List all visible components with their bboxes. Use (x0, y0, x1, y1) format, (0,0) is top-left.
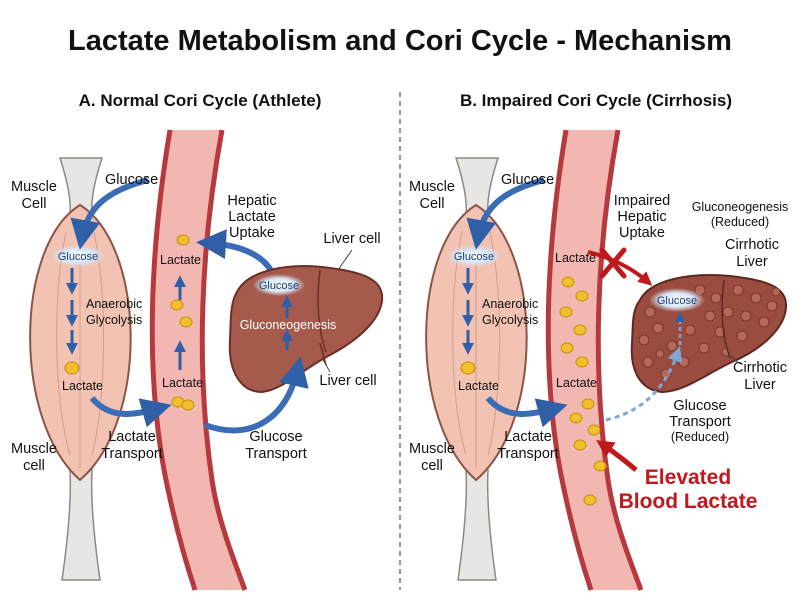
blocked-x-icon (599, 247, 627, 279)
muscle-lactate-label: Lactate (458, 379, 499, 393)
muscle-cell (425, 157, 528, 581)
gluconeogenesis-label: Gluconeogenesis (240, 318, 337, 332)
glucose-transport-reduced-label-line-1: Glucose (673, 398, 726, 414)
anaerobic-label-line-1: Anaerobic (482, 297, 538, 311)
glucose-arrow-label: Glucose (501, 172, 554, 188)
muscle-cell (29, 157, 132, 581)
hepatic-uptake-label-line-3: Uptake (229, 225, 275, 241)
vessel-lactate-bottom-label: Lactate (556, 376, 597, 390)
anaerobic-label-line-2: Glycolysis (86, 313, 142, 327)
lactate-transport-label-line-2: Transport (101, 446, 163, 462)
leader-line (337, 249, 353, 271)
panel-b-heading: B. Impaired Cori Cycle (Cirrhosis) (460, 91, 732, 110)
muscle-lactate-molecule (64, 361, 80, 375)
vessel-lactate-top-label: Lactate (555, 251, 596, 265)
muscle-cell-bottom-label-line-2: cell (23, 458, 45, 474)
lactate-transport-label-line-1: Lactate (108, 429, 156, 445)
muscle-lactate-molecule (460, 361, 476, 375)
glucose-arrow-label: Glucose (105, 172, 158, 188)
liver-glucose-glow (253, 274, 305, 296)
glucose-transport-label-line-1: Glucose (249, 429, 302, 445)
muscle-glucose-glow (50, 245, 106, 267)
muscle-cell-bottom-label-line-1: Muscle (11, 441, 57, 457)
panel-a-heading: A. Normal Cori Cycle (Athlete) (79, 91, 322, 110)
page-title: Lactate Metabolism and Cori Cycle - Mech… (68, 25, 732, 57)
impaired-uptake-label-line-2: Hepatic (617, 209, 666, 225)
muscle-cell-label-line-2: Cell (420, 196, 445, 212)
cirrhotic-liver-right-label-line-1: Cirrhotic (733, 360, 787, 376)
elevated-label-line-1: Elevated (645, 466, 731, 489)
muscle-glucose-label: Glucose (454, 251, 494, 263)
impaired-uptake-label-line-1: Impaired (614, 193, 670, 209)
vessel-lactate-bottom-label: Lactate (162, 376, 203, 390)
liver (228, 265, 384, 394)
gluconeogenesis-reduced-label-line-1: Gluconeogenesis (692, 200, 789, 214)
anaerobic-label-line-2: Glycolysis (482, 313, 538, 327)
lactate-transport-arrow (89, 395, 172, 428)
lactate-transport-label-line-1: Lactate (504, 429, 552, 445)
anaerobic-label-line-1: Anaerobic (86, 297, 142, 311)
leader-line (727, 353, 741, 365)
glucose-transport-reduced-label-line-3: (Reduced) (671, 430, 729, 444)
panel-b: B. Impaired Cori Cycle (Cirrhosis) Muscl… (409, 91, 789, 591)
glucose-delivery-arrow (466, 177, 545, 250)
cirrhotic-liver-right-label-line-2: Liver (744, 377, 776, 393)
elevated-label-line-2: Blood Lactate (619, 490, 758, 513)
muscle-cell-label-line-1: Muscle (409, 179, 455, 195)
glucose-transport-reduced-label-line-2: Transport (669, 414, 731, 430)
accumulated-lactate-molecules (559, 276, 607, 506)
muscle-cell-label-line-1: Muscle (11, 179, 57, 195)
muscle-glucose-label: Glucose (58, 251, 98, 263)
impaired-uptake-label-line-3: Uptake (619, 225, 665, 241)
gluconeogenesis-reduced-label-line-2: (Reduced) (711, 215, 769, 229)
muscle-lactate-label: Lactate (62, 379, 103, 393)
lactate-molecule (176, 234, 190, 246)
muscle-cell-bottom-label-line-2: cell (421, 458, 443, 474)
liver-cell-top-label: Liver cell (323, 231, 380, 247)
muscle-cell-label-line-2: Cell (22, 196, 47, 212)
liver-glucose-label: Glucose (259, 280, 299, 292)
leader-line (321, 357, 331, 373)
liver-cell-bottom-label: Liver cell (319, 373, 376, 389)
lactate-molecule (179, 316, 193, 328)
hepatic-uptake-label-line-2: Lactate (228, 209, 276, 225)
elevated-lactate-arrow (596, 440, 638, 472)
glucose-transport-label-line-2: Transport (245, 446, 307, 462)
muscle-cell-bottom-label-line-1: Muscle (409, 441, 455, 457)
lactate-molecule (181, 399, 195, 411)
lactate-molecule (170, 299, 184, 311)
glucose-delivery-arrow (70, 177, 149, 250)
vessel-lactate-top-label: Lactate (160, 253, 201, 267)
muscle-glucose-glow (446, 245, 502, 267)
lactate-transport-label-line-2: Transport (497, 446, 559, 462)
glucose-transport-reduced-arrow (605, 346, 683, 422)
liver-glucose-label: Glucose (657, 295, 697, 307)
panel-a: A. Normal Cori Cycle (Athlete) Muscle Ce… (11, 91, 384, 591)
glucose-transport-arrow (203, 356, 309, 434)
impaired-uptake-arrow (587, 250, 653, 286)
cirrhotic-liver-top-label-line-2: Liver (736, 254, 768, 270)
liver-glucose-glow (649, 288, 705, 312)
lactate-transport-arrow (485, 395, 568, 428)
cirrhotic-liver-top-label-line-1: Cirrhotic (725, 237, 779, 253)
hepatic-uptake-label-line-1: Hepatic (227, 193, 276, 209)
